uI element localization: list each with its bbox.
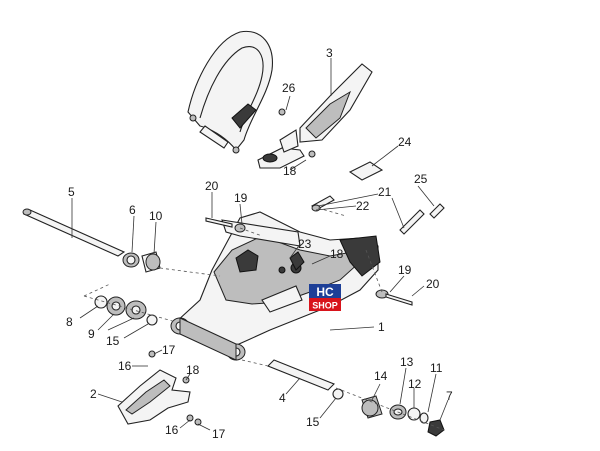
label-5: 5 <box>68 185 75 199</box>
label-25: 25 <box>414 172 428 186</box>
label-4: 4 <box>279 391 286 405</box>
label-20-top: 20 <box>205 179 219 193</box>
label-17-bottom: 17 <box>212 427 226 441</box>
label-19-right: 19 <box>398 263 412 277</box>
label-9: 9 <box>88 327 95 341</box>
label-18-bottom: 18 <box>186 363 200 377</box>
label-20-right: 20 <box>426 277 440 291</box>
axle-and-right-hardware <box>267 359 445 437</box>
label-2: 2 <box>90 387 97 401</box>
label-3: 3 <box>326 46 333 60</box>
label-7: 7 <box>446 389 453 403</box>
upper-cover-part <box>257 63 373 169</box>
label-10: 10 <box>149 209 163 223</box>
rear-mudguard <box>187 30 286 154</box>
part-labels: 3 26 18 24 5 6 10 20 19 21 22 25 23 18 1… <box>66 46 453 441</box>
label-12: 12 <box>408 377 422 391</box>
label-14: 14 <box>374 369 388 383</box>
label-18-top: 18 <box>283 164 297 178</box>
leader-lines <box>71 58 449 431</box>
swingarm-main <box>170 211 381 361</box>
pivot-shaft <box>22 208 126 257</box>
label-15-right: 15 <box>306 415 320 429</box>
label-17-top: 17 <box>162 343 176 357</box>
assembly-lines <box>83 207 445 431</box>
label-26: 26 <box>282 81 296 95</box>
label-13: 13 <box>400 355 414 369</box>
label-11: 11 <box>430 361 443 375</box>
chain-slider <box>117 350 202 426</box>
label-15-left: 15 <box>106 334 120 348</box>
label-24: 24 <box>398 135 412 149</box>
label-6: 6 <box>129 203 136 217</box>
logo-line1: HC <box>316 285 334 299</box>
label-23: 23 <box>298 237 312 251</box>
label-21: 21 <box>378 185 392 199</box>
label-19-top: 19 <box>234 191 248 205</box>
left-bearings <box>94 251 161 326</box>
logo-line2: SHOP <box>312 301 338 311</box>
label-1: 1 <box>378 320 385 334</box>
label-8: 8 <box>66 315 73 329</box>
label-22: 22 <box>356 199 370 213</box>
label-18-mid: 18 <box>330 247 344 261</box>
label-16-bottom: 16 <box>165 423 179 437</box>
label-16-top: 16 <box>118 359 132 373</box>
hc-shop-logo: HC SHOP <box>309 284 341 311</box>
